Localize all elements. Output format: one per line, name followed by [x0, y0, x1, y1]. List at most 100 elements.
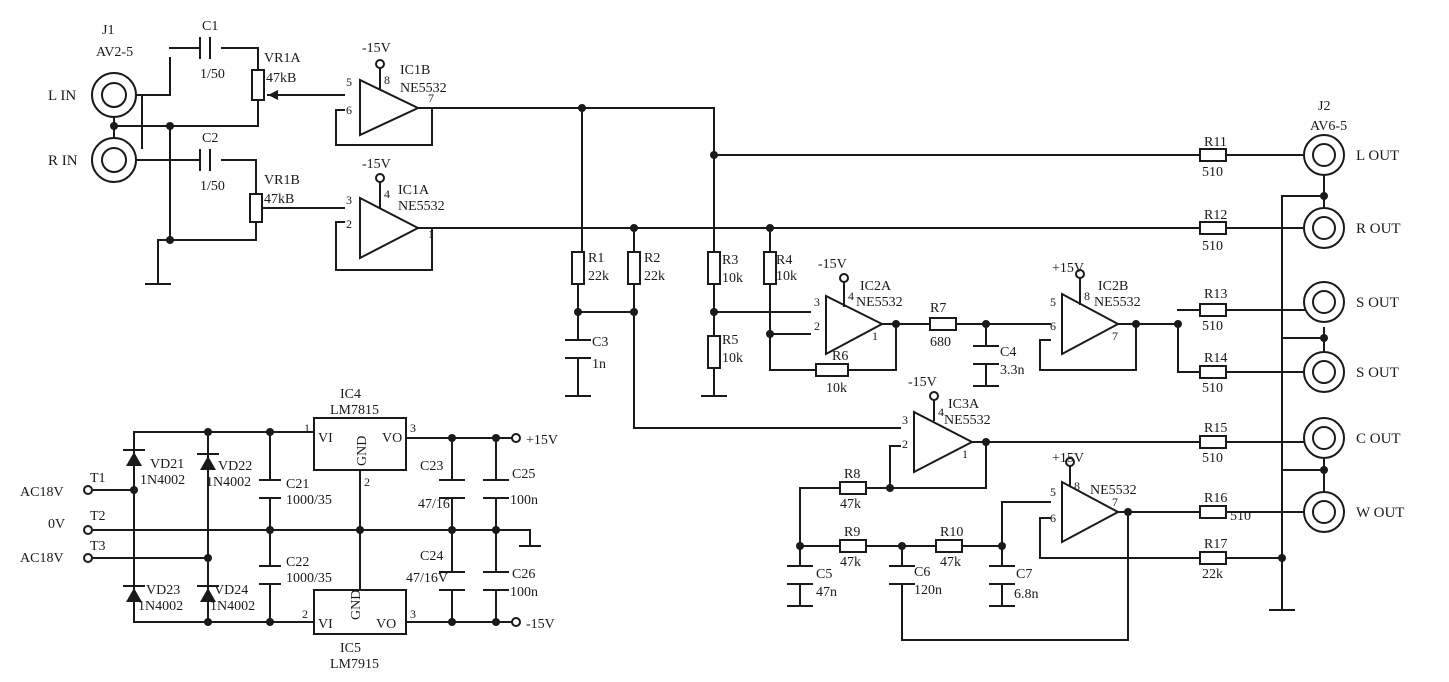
svg-text:10k: 10k — [826, 381, 847, 396]
svg-text:C3: C3 — [592, 335, 608, 350]
svg-text:-15V: -15V — [526, 617, 555, 632]
svg-text:L OUT: L OUT — [1356, 148, 1399, 164]
svg-text:7: 7 — [428, 91, 434, 105]
ground-symbols — [145, 283, 1295, 611]
svg-text:NE5532: NE5532 — [400, 81, 447, 96]
svg-text:3: 3 — [410, 607, 416, 621]
resistor-r14: R14 510 — [1199, 351, 1227, 396]
svg-text:VO: VO — [376, 617, 396, 632]
svg-text:510: 510 — [1202, 165, 1223, 180]
resistor-r7: R7 680 — [929, 301, 957, 350]
svg-text:W OUT: W OUT — [1356, 505, 1404, 521]
opamp-ic1b: -15V 8 5 6 7 IC1B NE5532 — [346, 41, 447, 137]
svg-text:R5: R5 — [722, 333, 738, 348]
resistor-r16: R16 510 — [1199, 491, 1251, 524]
svg-text:R3: R3 — [722, 253, 738, 268]
svg-text:8: 8 — [384, 73, 390, 87]
svg-text:R13: R13 — [1204, 287, 1227, 302]
capacitor-c21: C21 1000/35 — [259, 477, 332, 508]
svg-text:0V: 0V — [48, 517, 65, 532]
svg-text:R14: R14 — [1204, 351, 1227, 366]
regulator-ic5: VI VO GND 2 3 IC5 LM7915 — [302, 589, 416, 672]
diode-vd23: VD23 1N4002 — [123, 583, 183, 614]
svg-text:C OUT: C OUT — [1356, 431, 1401, 447]
svg-text:+15V: +15V — [1052, 451, 1084, 466]
svg-text:7: 7 — [1112, 495, 1118, 509]
capacitor-c22: C22 1000/35 — [259, 555, 332, 586]
svg-text:5: 5 — [1050, 295, 1056, 309]
capacitor-c5: C5 47n — [787, 565, 837, 600]
svg-text:47/16: 47/16 — [418, 497, 450, 512]
resistor-r4: R4 10k — [763, 251, 797, 285]
resistor-r15: R15 510 — [1199, 421, 1227, 466]
resistor-r3: R3 10k — [707, 251, 743, 286]
svg-text:IC4: IC4 — [340, 387, 361, 402]
opamp-ic2b: +15V 8 5 6 7 IC2B NE5532 — [1050, 261, 1141, 356]
svg-text:6: 6 — [1050, 511, 1056, 525]
svg-text:LM7815: LM7815 — [330, 403, 379, 418]
svg-text:NE5532: NE5532 — [944, 413, 991, 428]
resistor-r11: R11 510 — [1199, 135, 1227, 180]
svg-text:10k: 10k — [722, 351, 743, 366]
svg-text:1N4002: 1N4002 — [140, 473, 185, 488]
svg-text:47n: 47n — [816, 585, 837, 600]
svg-text:510: 510 — [1202, 451, 1223, 466]
svg-text:VR1B: VR1B — [264, 173, 300, 188]
svg-text:C26: C26 — [512, 567, 535, 582]
svg-text:C22: C22 — [286, 555, 309, 570]
resistor-r6: R6 10k — [815, 349, 849, 396]
svg-text:AC18V: AC18V — [20, 551, 64, 566]
svg-text:22k: 22k — [1202, 567, 1223, 582]
svg-text:R IN: R IN — [48, 153, 78, 169]
svg-text:R15: R15 — [1204, 421, 1227, 436]
svg-text:22k: 22k — [644, 269, 665, 284]
svg-text:120n: 120n — [914, 583, 942, 598]
svg-text:7: 7 — [1112, 329, 1118, 343]
svg-text:NE5532: NE5532 — [856, 295, 903, 310]
capacitor-c26: C26 100n — [483, 567, 538, 600]
svg-text:510: 510 — [1202, 381, 1223, 396]
opamp-ic1a: -15V 4 3 2 1 IC1A NE5532 — [346, 157, 445, 260]
svg-text:1/50: 1/50 — [200, 179, 225, 194]
svg-text:47/16V: 47/16V — [406, 571, 448, 586]
svg-text:4: 4 — [938, 405, 944, 419]
svg-text:R1: R1 — [588, 251, 604, 266]
svg-text:IC2B: IC2B — [1098, 279, 1128, 294]
svg-text:R8: R8 — [844, 467, 860, 482]
svg-text:NE5532: NE5532 — [1094, 295, 1141, 310]
svg-text:T3: T3 — [90, 539, 106, 554]
resistor-r5: R5 10k — [707, 333, 743, 369]
svg-text:1N4002: 1N4002 — [138, 599, 183, 614]
svg-text:GND: GND — [355, 436, 370, 466]
svg-text:C5: C5 — [816, 567, 832, 582]
svg-text:R10: R10 — [940, 525, 963, 540]
svg-text:AC18V: AC18V — [20, 485, 64, 500]
svg-text:47kB: 47kB — [264, 192, 294, 207]
svg-text:VO: VO — [382, 431, 402, 446]
svg-text:2: 2 — [302, 607, 308, 621]
svg-text:C23: C23 — [420, 459, 443, 474]
svg-text:C1: C1 — [202, 19, 218, 34]
svg-text:2: 2 — [814, 319, 820, 333]
svg-text:R7: R7 — [930, 301, 946, 316]
svg-text:L IN: L IN — [48, 88, 76, 104]
resistor-r17: R17 22k — [1199, 537, 1227, 582]
svg-text:IC2A: IC2A — [860, 279, 892, 294]
svg-text:5: 5 — [1050, 485, 1056, 499]
svg-text:47k: 47k — [840, 555, 861, 570]
resistor-r10: R10 47k — [935, 525, 963, 570]
svg-text:6.8n: 6.8n — [1014, 587, 1039, 602]
svg-text:1n: 1n — [592, 357, 606, 372]
junction-dots — [110, 104, 1328, 626]
svg-text:C7: C7 — [1016, 567, 1032, 582]
svg-text:1: 1 — [428, 227, 434, 241]
svg-text:4: 4 — [384, 187, 390, 201]
connector-j1: J1 AV2-5 L IN R IN — [48, 23, 137, 183]
svg-text:NE5532: NE5532 — [398, 199, 445, 214]
capacitor-c6: C6 120n — [889, 565, 942, 598]
capacitor-c7: C7 6.8n — [989, 565, 1039, 602]
potentiometer-vr1a: VR1A 47kB — [251, 51, 301, 101]
svg-text:C24: C24 — [420, 549, 443, 564]
svg-text:C21: C21 — [286, 477, 309, 492]
